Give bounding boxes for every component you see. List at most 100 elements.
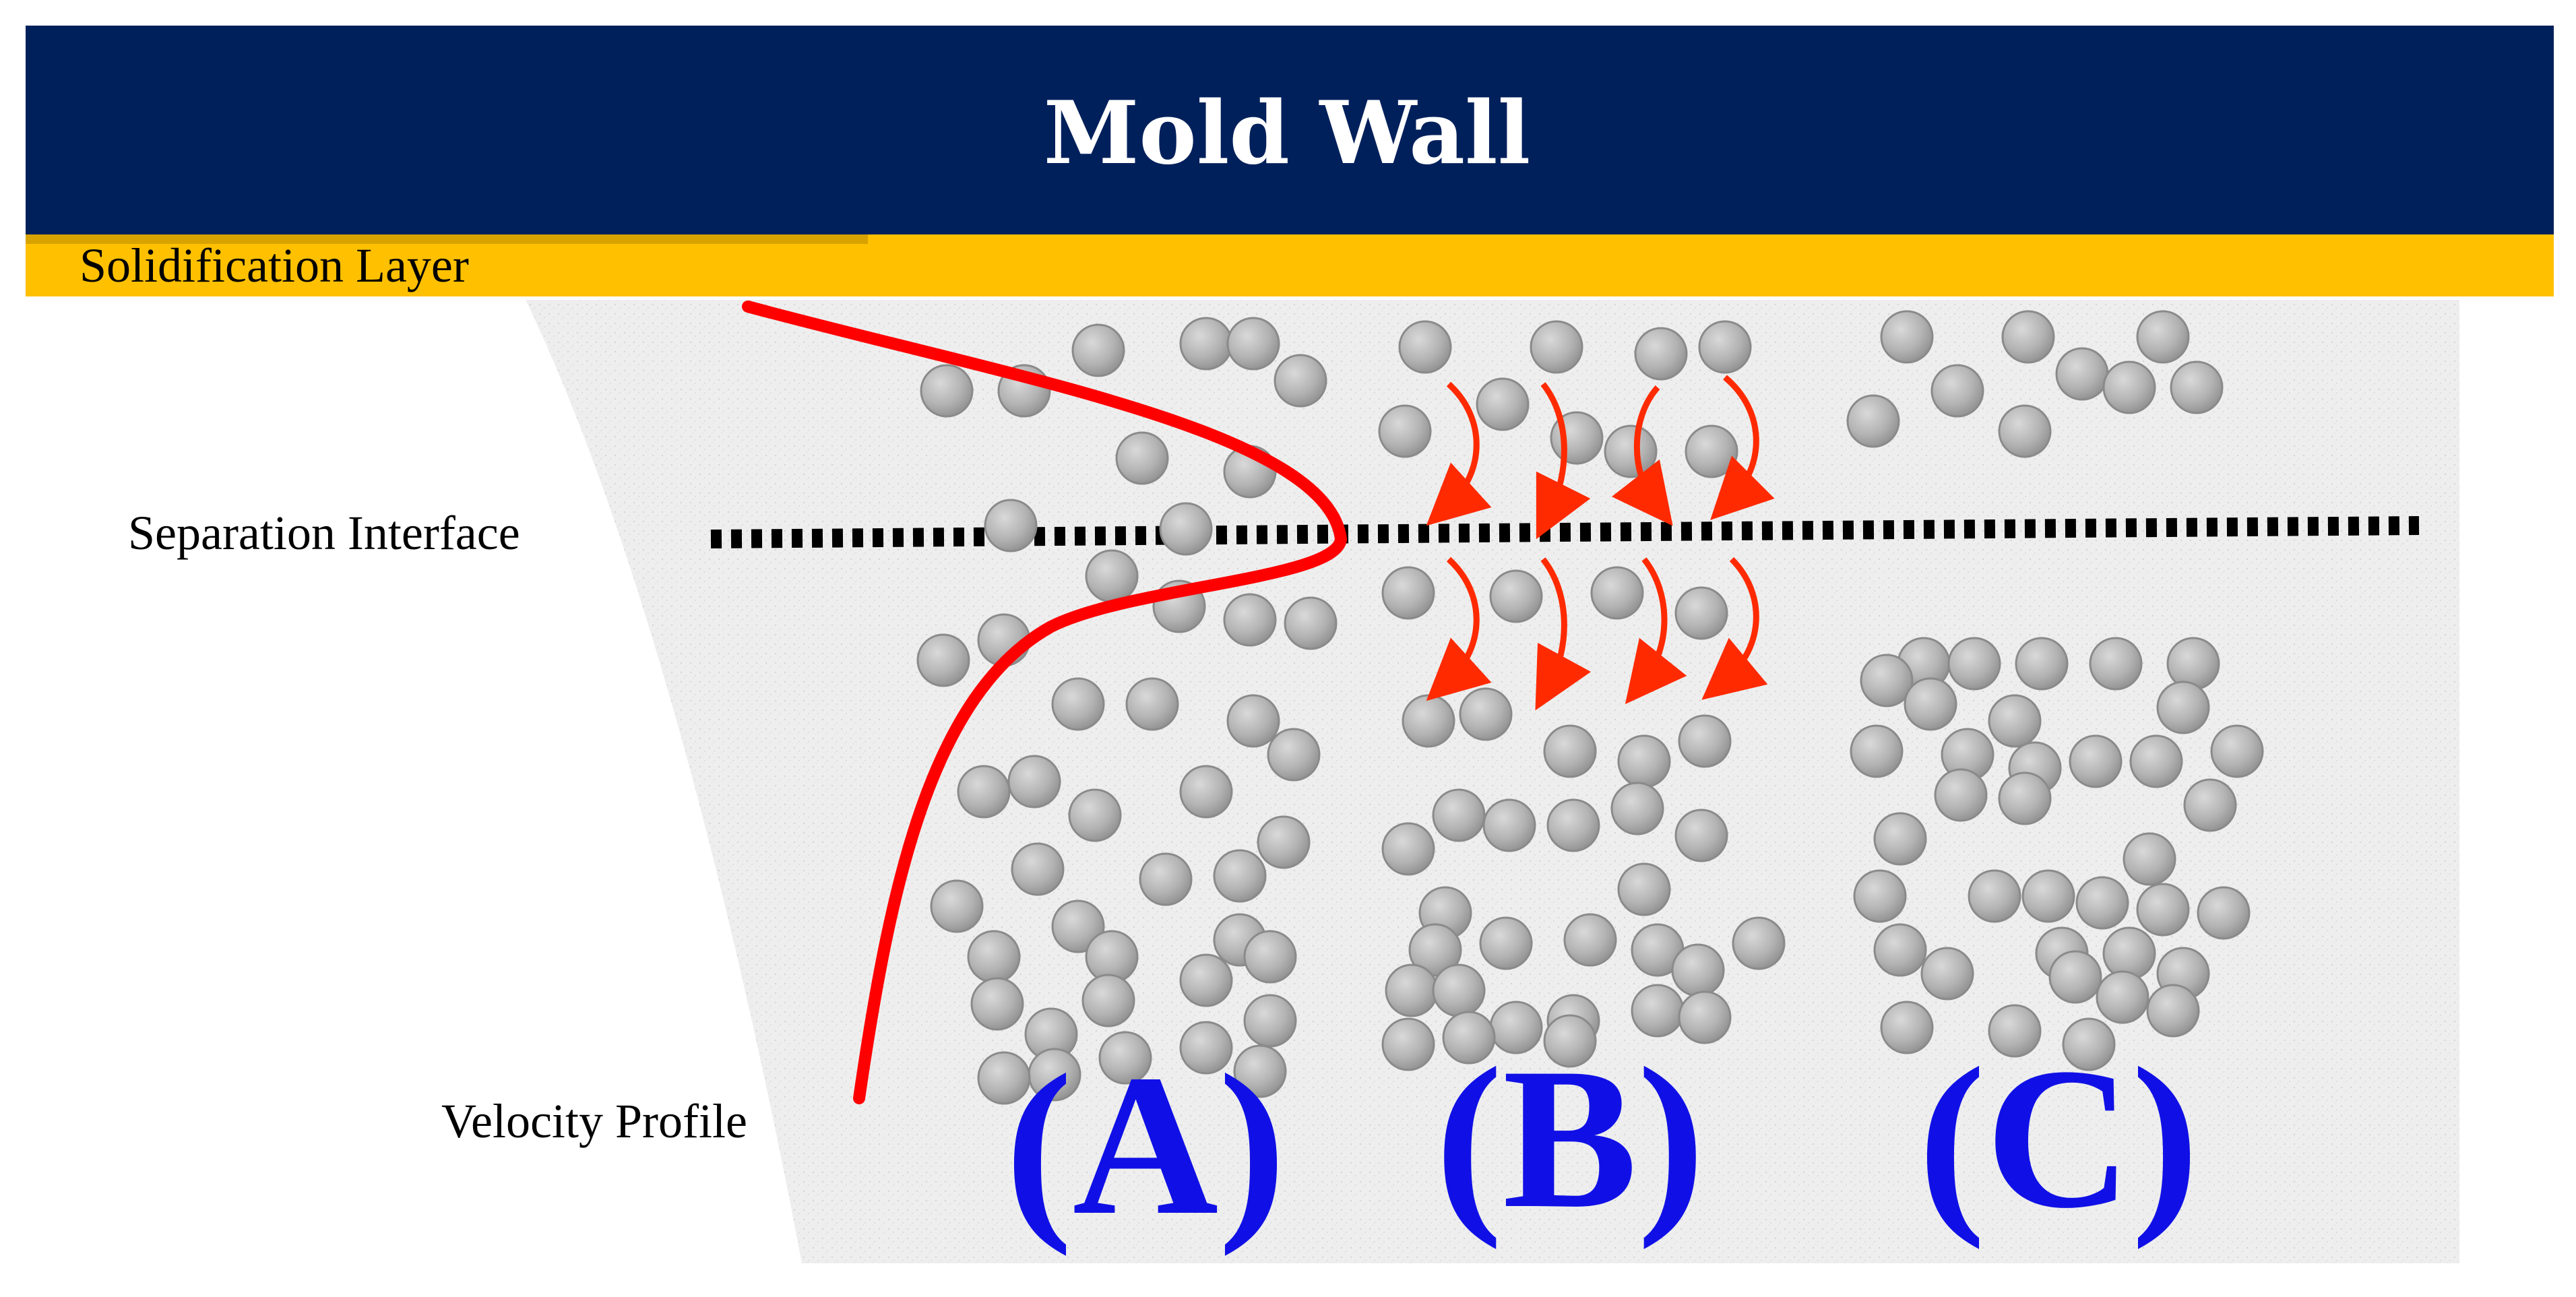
particle: [1179, 765, 1233, 819]
particle: [1257, 815, 1311, 869]
particle: [1546, 798, 1600, 852]
particle: [2136, 883, 2190, 937]
particle: [1267, 728, 1321, 782]
particle: [1968, 869, 2021, 923]
particle: [1402, 694, 1455, 748]
particle: [1125, 677, 1179, 731]
particle: [1988, 694, 2042, 748]
particle: [1233, 1044, 1287, 1098]
particle: [1678, 714, 1732, 768]
particle: [1179, 1021, 1233, 1075]
particle: [1213, 849, 1267, 903]
particle: [1081, 974, 1135, 1027]
particle: [1904, 677, 1957, 731]
particle: [1604, 424, 1658, 478]
particle: [1139, 852, 1193, 906]
particle: [1226, 317, 1280, 371]
particle: [1115, 431, 1169, 485]
particle: [1408, 923, 1462, 977]
particle: [2166, 637, 2220, 691]
particle: [1432, 963, 1486, 1017]
particle: [1432, 788, 1486, 842]
panel-label-a: (A): [1005, 1033, 1286, 1257]
particle: [1634, 327, 1688, 381]
particle: [1243, 930, 1297, 984]
particle: [1381, 566, 1435, 620]
rotation-arrow: [1426, 381, 1492, 526]
particle: [1671, 943, 1725, 997]
particle: [1678, 990, 1732, 1044]
rotation-arrow: [1426, 557, 1492, 701]
particle: [930, 879, 984, 933]
separation-interface-label: Separation Interface: [128, 506, 520, 560]
particle: [1159, 502, 1213, 556]
particle: [1873, 923, 1927, 977]
particle: [2062, 1017, 2116, 1071]
particle: [1479, 916, 1533, 970]
rotation-arrow: [1710, 375, 1775, 520]
rotation-arrow: [1625, 557, 1687, 705]
particle: [1459, 687, 1513, 741]
particle: [1051, 899, 1105, 953]
particle: [1988, 1004, 2042, 1058]
rotation-arrow: [1535, 557, 1592, 711]
particle: [1071, 323, 1125, 377]
particle: [2021, 869, 2075, 923]
particle: [1482, 798, 1536, 852]
particle: [2096, 970, 2149, 1024]
particle: [2089, 637, 2143, 691]
particle-group: [916, 310, 2264, 1105]
particle: [1873, 812, 1927, 866]
velocity-profile-label: Velocity Profile: [441, 1094, 747, 1148]
particle: [1674, 586, 1728, 640]
particle: [1385, 963, 1439, 1017]
particle: [1489, 569, 1543, 623]
particle: [1850, 724, 1904, 778]
panel-label-b: (B): [1435, 1026, 1705, 1251]
rotation-arrows: [1426, 375, 1775, 711]
particle: [2146, 984, 2200, 1038]
particle: [2048, 950, 2102, 1004]
particle: [1543, 724, 1597, 778]
particle: [1226, 694, 1280, 748]
particle: [1930, 364, 1984, 418]
particle: [1378, 404, 1432, 458]
particle: [2129, 734, 2183, 788]
rotation-arrow: [1611, 385, 1673, 526]
particle: [2136, 310, 2190, 364]
particle: [2015, 637, 2069, 691]
particle: [1179, 317, 1233, 371]
particle: [2102, 926, 2156, 980]
particle: [1007, 755, 1061, 809]
rotation-arrow: [1701, 557, 1768, 700]
particle: [1179, 953, 1233, 1007]
particle: [1998, 771, 2052, 825]
particle: [1698, 320, 1752, 374]
particle: [1530, 320, 1583, 374]
particle: [920, 364, 974, 418]
particle: [2102, 360, 2156, 414]
particle: [1617, 862, 1671, 916]
particle: [1381, 1017, 1435, 1071]
particle: [1617, 734, 1671, 788]
particle: [1674, 809, 1728, 862]
particle: [1610, 782, 1664, 835]
particle: [2156, 681, 2210, 734]
particle: [1011, 842, 1065, 896]
particle: [1051, 677, 1105, 731]
particle: [984, 499, 1038, 552]
particle: [1068, 788, 1122, 842]
panel-label-c: (C): [1918, 1026, 2199, 1251]
particle: [1853, 869, 1907, 923]
particle: [1880, 310, 1934, 364]
particle: [1685, 424, 1738, 478]
particle: [2210, 724, 2264, 778]
particle: [1880, 1001, 1934, 1054]
particle: [2183, 778, 2237, 832]
particle: [1223, 593, 1277, 647]
particle: [916, 633, 970, 687]
particle: [1934, 768, 1988, 822]
particle: [1846, 394, 1900, 448]
